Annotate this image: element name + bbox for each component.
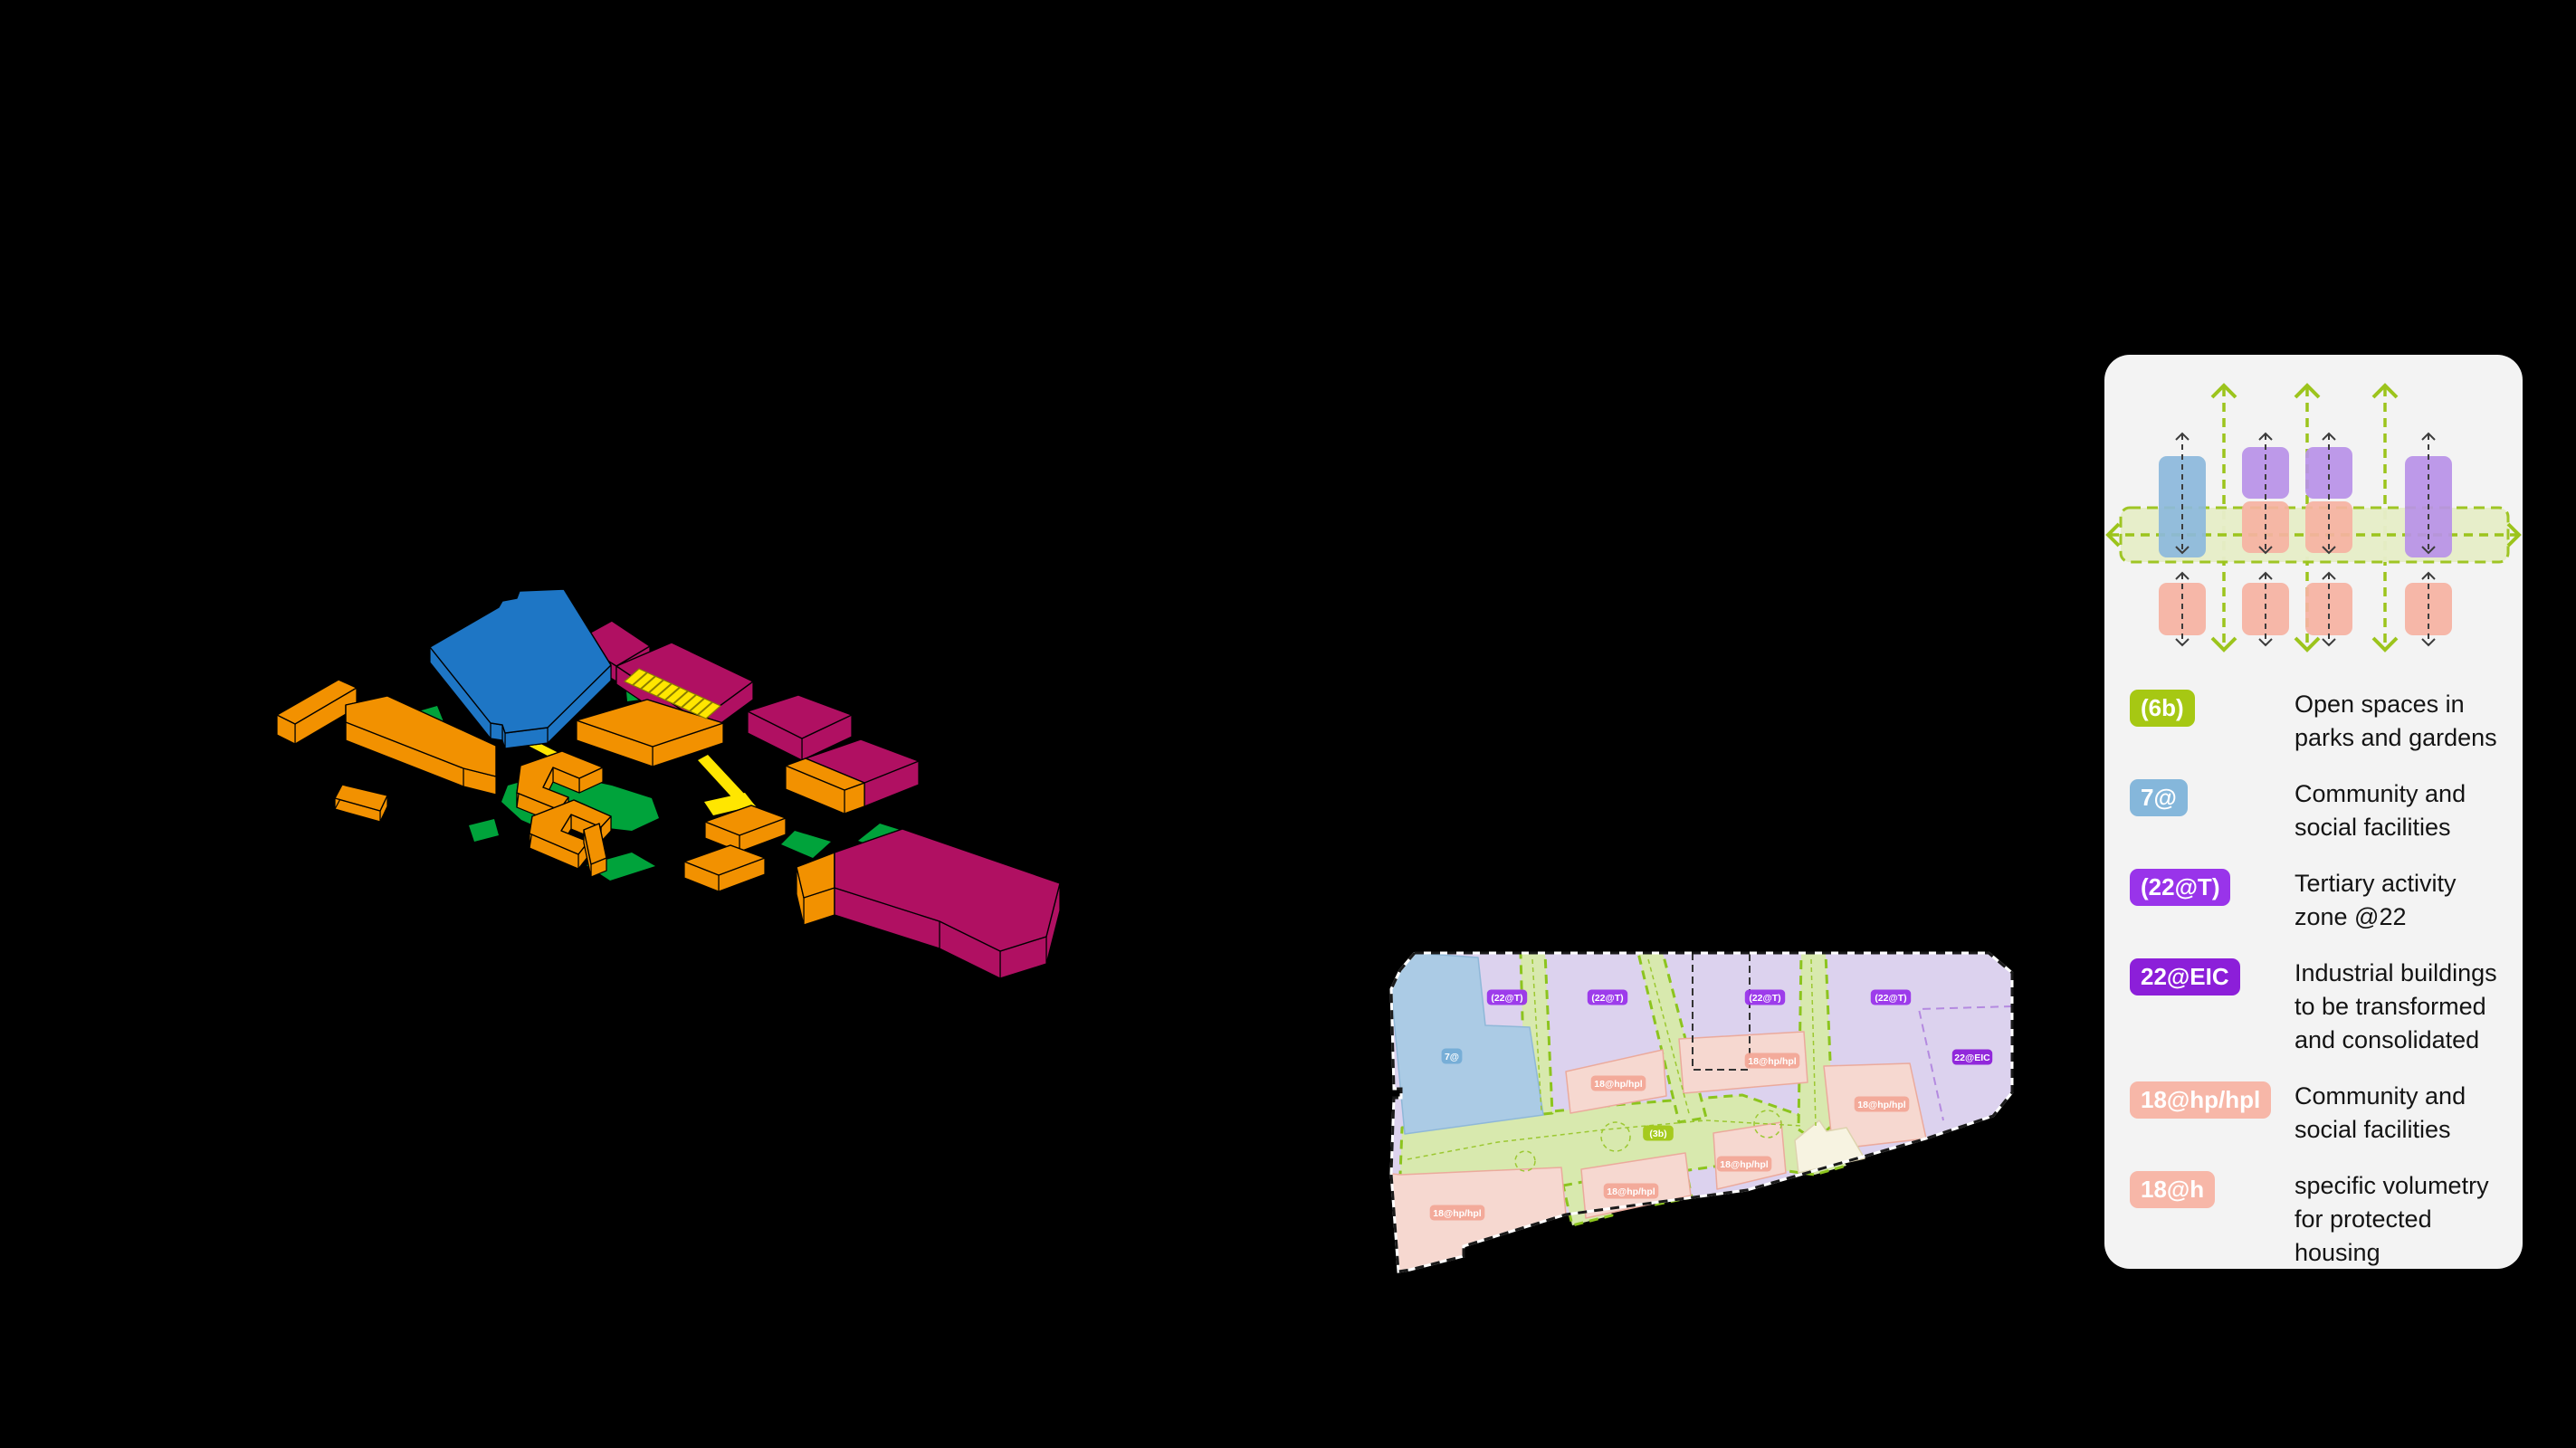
legend-badge-col: (22@T) [2130,867,2295,907]
zone-badge-18ath: 18@h [2130,1171,2216,1209]
legend-label: Community and social facilities [2295,1082,2466,1143]
zone-badge-6b: (6b) [2130,690,2195,728]
legend-badge-col: 18@h [2130,1169,2295,1209]
cream-zone [1794,1119,1865,1174]
svg-text:(22@T): (22@T) [1749,993,1780,1004]
svg-text:7@: 7@ [1445,1052,1459,1062]
plan-zone-badge: 18@hp/hpl [1854,1096,1910,1112]
svg-text:22@EIC: 22@EIC [1954,1053,1990,1063]
svg-text:18@hp/hpl: 18@hp/hpl [1857,1100,1905,1110]
zoning-plan-svg: 7@ (22@T) (22@T) (22@T) (22@T) 22@EIC 18@hp/hp… [1389,951,2014,1273]
housing-zone-top-center [1678,1031,1808,1094]
legend-label: Open spaces in parks and gardens [2295,691,2497,751]
plan-zone-badge: 7@ [1441,1048,1463,1064]
legend-label: Tertiary activity zone @22 [2295,870,2457,930]
plan-zone-badge: 18@hp/hpl [1744,1053,1800,1069]
legend-badge-col: 22@EIC [2130,957,2295,996]
plan-zone-badge: 18@hp/hpl [1590,1075,1646,1091]
svg-text:18@hp/hpl: 18@hp/hpl [1433,1208,1481,1219]
plan-zone-badge: (22@T) [1587,989,1628,1005]
legend-row-industrial-buildings: 22@EIC Industrial buildings to be transf… [2130,957,2506,1057]
plan-zone-badge: (22@T) [1870,989,1912,1005]
legend-row-open-spaces: (6b) Open spaces in parks and gardens [2130,688,2506,755]
svg-text:18@hp/hpl: 18@hp/hpl [1607,1186,1655,1197]
plan-zone-badge: 18@hp/hpl [1429,1205,1485,1221]
svg-text:(22@T): (22@T) [1491,993,1522,1004]
svg-text:(22@T): (22@T) [1591,993,1623,1004]
legend-badge-col: 7@ [2130,777,2295,817]
zone-badge-22atEIC: 22@EIC [2130,958,2240,996]
legend-row-tertiary-zone: (22@T) Tertiary activity zone @22 [2130,867,2506,934]
zone-badge-7at: 7@ [2130,779,2188,817]
svg-text:18@hp/hpl: 18@hp/hpl [1720,1159,1768,1170]
legend-row-community-facilities: 7@ Community and social facilities [2130,777,2506,844]
plan-zone-badge: (3b) [1643,1125,1674,1141]
housing-zone-center-bottom [1713,1121,1787,1190]
legend-label: Community and social facilities [2295,780,2466,841]
legend-rows: (6b) Open spaces in parks and gardens 7@… [2130,688,2506,1292]
zone-badge-18athp-hpl: 18@hp/hpl [2130,1081,2272,1119]
legend-section-diagram [2105,383,2522,653]
zoning-plan: 7@ (22@T) (22@T) (22@T) (22@T) 22@EIC 18@hp/hp… [1389,948,2014,1285]
plan-zone-badge: 18@hp/hpl [1603,1183,1659,1199]
legend-row-protected-housing: 18@h specific volumetry for protected ho… [2130,1169,2506,1270]
legend-badge-col: 18@hp/hpl [2130,1080,2295,1119]
legend-row-community-social: 18@hp/hpl Community and social facilitie… [2130,1080,2506,1147]
legend-label: Industrial buildings to be transformed a… [2295,959,2497,1053]
zone-badge-22atT: (22@T) [2130,869,2231,907]
legend-label: specific volumetry for protected housing [2295,1172,2489,1266]
plan-zone-badge: 18@hp/hpl [1716,1156,1772,1172]
svg-text:(3b): (3b) [1649,1129,1666,1139]
legend-card: (6b) Open spaces in parks and gardens 7@… [2104,355,2523,1269]
axonometric-massing-diagram [252,559,1084,1030]
svg-text:18@hp/hpl: 18@hp/hpl [1748,1056,1796,1067]
axonometric-svg [276,588,1061,979]
plan-zone-badge: 22@EIC [1951,1049,1993,1065]
legend-badge-col: (6b) [2130,688,2295,728]
svg-text:18@hp/hpl: 18@hp/hpl [1594,1079,1642,1090]
svg-text:(22@T): (22@T) [1875,993,1906,1004]
plan-zone-badge: (22@T) [1744,989,1786,1005]
plan-zone-badge: (22@T) [1486,989,1528,1005]
